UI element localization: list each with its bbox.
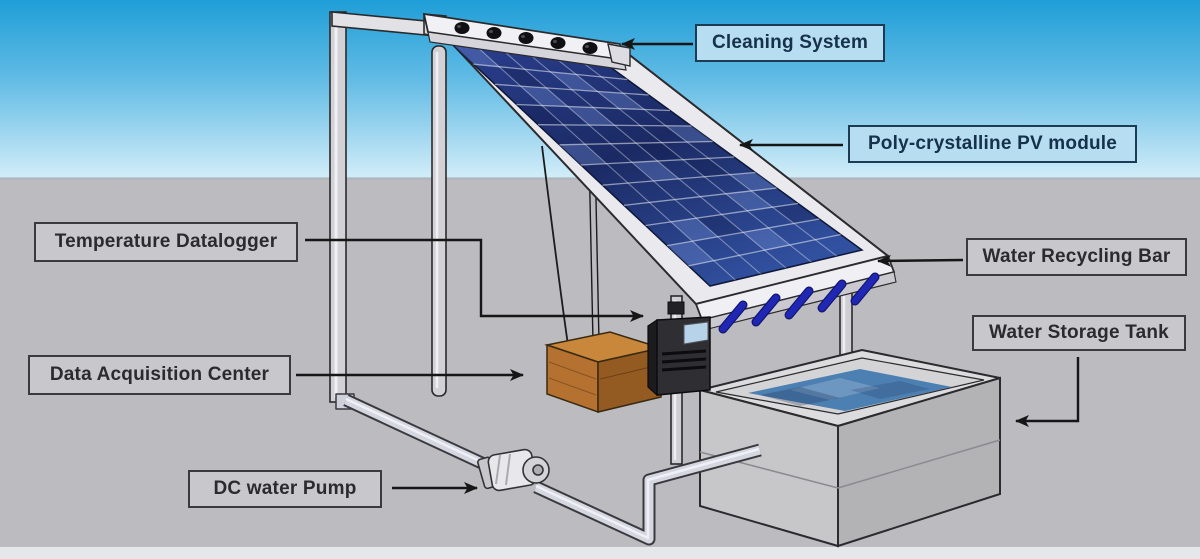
tank-front-right-wall [837,376,1001,548]
label-water-recycling-bar: Water Recycling Bar [966,238,1187,276]
tank-water [748,369,952,411]
frame-left-post [329,11,347,403]
cleaning-bar-lip [427,31,627,71]
arrow-water-storage-tank [1015,357,1080,427]
dc-water-pump-device [477,448,550,492]
data-acquisition-box [544,331,664,414]
arrow-water-recycling-bar [877,254,964,267]
wooden-box-right-face [597,347,662,413]
cleaning-nozzles [454,22,598,54]
pv-cell-grid [473,46,841,281]
annotation-arrows [296,38,1080,494]
arrow-temperature-datalogger [305,238,644,322]
water-recycling-bar [694,254,897,334]
ground-bottom-strip [0,547,1200,559]
recycling-nozzles [718,272,880,334]
pv-cell-highlights [452,44,820,266]
label-dc-water-pump: DC water Pump [188,470,382,508]
label-cleaning-system: Cleaning System [695,24,885,62]
water-pipes [335,393,762,546]
label-pv-module: Poly-crystalline PV module [848,125,1137,163]
label-temperature-datalogger: Temperature Datalogger [34,222,298,262]
pv-module [425,16,891,306]
datalogger-side [647,318,658,397]
temperature-datalogger-device [647,301,711,397]
datalogger-screen [683,321,709,345]
frame-rear-post [431,45,447,397]
label-water-storage-tank: Water Storage Tank [972,315,1186,351]
label-data-acquisition-center: Data Acquisition Center [28,355,291,395]
